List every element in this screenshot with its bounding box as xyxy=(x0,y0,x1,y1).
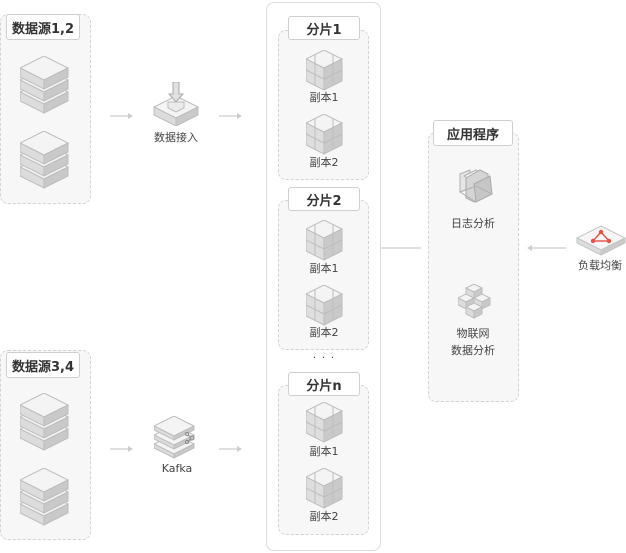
apps-title: 应用程序 xyxy=(433,120,513,146)
shard-title-2: 分片2 xyxy=(288,187,360,211)
iot-label-line1: 物联网 xyxy=(456,327,490,340)
source-title-1: 数据源1,2 xyxy=(6,14,80,40)
replica-label: 副本2 xyxy=(309,510,339,523)
cube-cluster-icon xyxy=(306,114,344,156)
replica-label: 副本1 xyxy=(309,445,339,458)
ellipsis: · · · xyxy=(312,351,336,364)
cube-cluster-icon xyxy=(306,285,344,327)
replica-label: 副本1 xyxy=(309,91,339,104)
arrow-head xyxy=(128,113,133,119)
cube-cluster-icon xyxy=(306,220,344,262)
data-ingest-label: 数据接入 xyxy=(154,131,198,144)
cube-cluster-icon xyxy=(306,402,344,444)
cube-cluster-icon xyxy=(306,50,344,92)
load-balancer-icon xyxy=(575,224,626,258)
shard-title-n: 分片n xyxy=(288,372,360,396)
iot-label-line2: 数据分析 xyxy=(451,344,495,357)
kafka-icon xyxy=(154,416,202,460)
arrow-head xyxy=(527,245,532,251)
arrow-head xyxy=(237,113,242,119)
folder-icon xyxy=(456,166,496,204)
kafka-label: Kafka xyxy=(161,462,193,475)
replica-label: 副本1 xyxy=(309,262,339,275)
iot-blocks-icon xyxy=(458,284,492,320)
arrow-head xyxy=(128,446,133,452)
arrow-head xyxy=(237,446,242,452)
cube-cluster-icon xyxy=(306,468,344,510)
data-ingest-icon xyxy=(152,82,200,126)
log-analysis-label: 日志分析 xyxy=(451,217,495,230)
load-balancer-label: 负载均衡 xyxy=(578,259,622,272)
source-title-2: 数据源3,4 xyxy=(6,352,80,378)
replica-label: 副本2 xyxy=(309,326,339,339)
replica-label: 副本2 xyxy=(309,156,339,169)
shard-title-1: 分片1 xyxy=(288,16,360,40)
